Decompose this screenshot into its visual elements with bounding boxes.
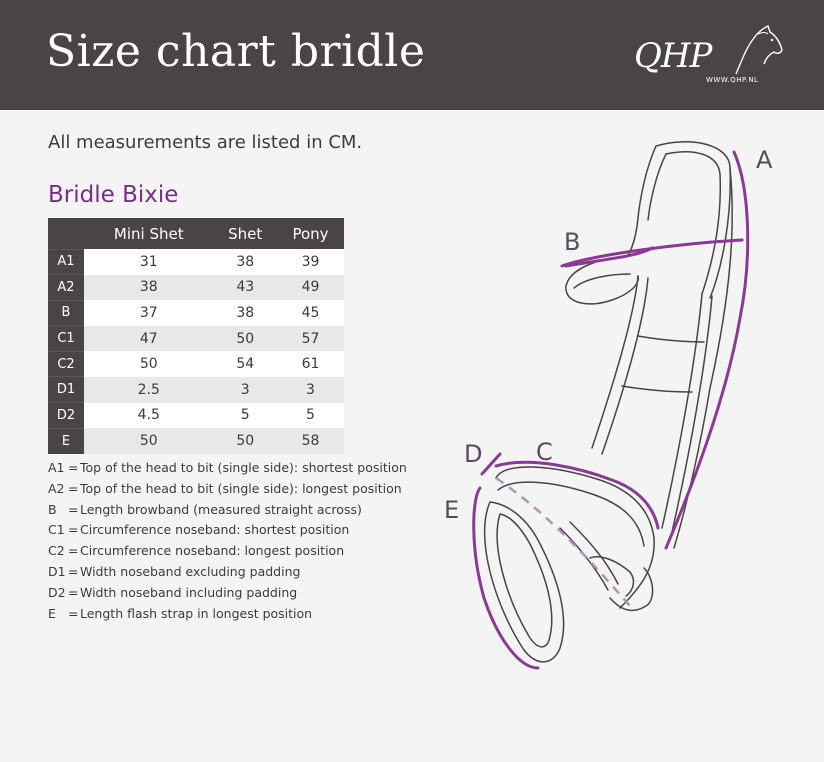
header-bar: Size chart bridle QHP WWW.QHP.NL [0, 0, 824, 110]
legend-text: Circumference noseband: longest position [80, 543, 345, 559]
legend-item: C1=Circumference noseband: shortest posi… [48, 522, 408, 543]
row-label: A1 [48, 248, 84, 275]
table-cell: 43 [213, 274, 277, 301]
legend-code: A1 [48, 460, 65, 475]
table-cell: 54 [213, 351, 277, 377]
label-b: B [564, 228, 581, 256]
legend-text: Top of the head to bit (single side): lo… [80, 480, 402, 496]
logo-url: WWW.QHP.NL [706, 76, 759, 84]
table-cell: 47 [84, 325, 214, 352]
table-cell: 38 [213, 300, 277, 326]
table-cell: 61 [276, 351, 344, 377]
table-cell: 3 [213, 376, 277, 403]
horse-head-logo-icon [735, 25, 783, 75]
table-cell: 50 [213, 325, 277, 352]
row-label: A2 [48, 274, 84, 301]
row-label: C1 [48, 325, 84, 352]
table-row: D1 2.5 3 3 [48, 376, 344, 403]
label-e: E [444, 496, 460, 524]
legend-item: E=Length flash strap in longest position [48, 606, 408, 627]
table-cell: 2.5 [84, 376, 214, 403]
table-cell: 3 [276, 376, 344, 403]
legend-code: C2 [48, 543, 65, 559]
legend-code: C1 [48, 522, 65, 538]
logo-text: QHP [634, 36, 712, 76]
table-row: A2 38 43 49 [48, 274, 344, 301]
legend-code: E [48, 605, 56, 621]
legend-item: C2=Circumference noseband: longest posit… [48, 543, 408, 564]
legend-text: Top of the head to bit (single side): sh… [80, 460, 407, 475]
label-a: A [756, 146, 773, 174]
row-label: D1 [48, 376, 84, 403]
table-cell: 50 [84, 428, 214, 454]
table-cell: 38 [84, 274, 214, 301]
size-table: Mini Shet Shet Pony A1 31 38 39 A2 38 43… [48, 218, 344, 454]
table-cell: 50 [84, 351, 214, 377]
legend-item: D2=Width noseband including padding [48, 585, 408, 606]
bridle-diagram: A B C D E [440, 128, 800, 688]
table-cell: 38 [213, 249, 277, 275]
label-c: C [536, 438, 553, 466]
measurement-note: All measurements are listed in CM. [48, 132, 363, 153]
column-header: Pony [276, 218, 344, 249]
table-cell: 31 [84, 249, 214, 275]
bridle-drawing [472, 141, 750, 670]
table-cell: 50 [213, 428, 277, 454]
table-cell: 58 [276, 428, 344, 454]
column-header: Shet [213, 218, 277, 249]
table-cell: 5 [276, 402, 344, 429]
legend-item: A2=Top of the head to bit (single side):… [48, 481, 408, 502]
row-label: B [48, 299, 84, 326]
table-cell: 5 [213, 402, 277, 429]
table-cell: 39 [276, 249, 344, 275]
table-cell: 57 [276, 325, 344, 352]
legend-code: D1 [48, 563, 66, 579]
table-cell: 37 [84, 300, 214, 326]
corner-cell [48, 218, 84, 249]
legend-text: Circumference noseband: shortest positio… [80, 522, 350, 538]
label-d: D [464, 440, 483, 468]
legend-item: D1=Width noseband excluding padding [48, 564, 408, 585]
legend-text: Width noseband including padding [80, 584, 298, 600]
table-header-row: Mini Shet Shet Pony [48, 218, 344, 249]
table-row: C2 50 54 61 [48, 350, 344, 377]
table-row: C1 47 50 57 [48, 325, 344, 352]
table-row: D2 4.5 5 5 [48, 402, 344, 429]
section-title: Bridle Bixie [48, 182, 179, 208]
legend-text: Length browband (measured straight acros… [80, 501, 362, 517]
page-title: Size chart bridle [46, 26, 426, 77]
table-row: E 50 50 58 [48, 427, 344, 454]
measurement-legend: A1=Top of the head to bit (single side):… [48, 460, 408, 626]
row-label: D2 [48, 402, 84, 429]
legend-text: Width noseband excluding padding [80, 563, 301, 579]
table-cell: 45 [276, 300, 344, 326]
legend-code: A2 [48, 480, 65, 496]
legend-code: B [48, 501, 57, 517]
table-row: A1 31 38 39 [48, 248, 344, 275]
column-header: Mini Shet [84, 218, 214, 249]
table-cell: 49 [276, 274, 344, 301]
table-cell: 4.5 [84, 402, 214, 429]
table-row: B 37 38 45 [48, 299, 344, 326]
row-label: E [48, 427, 84, 454]
legend-code: D2 [48, 584, 66, 600]
row-label: C2 [48, 350, 84, 377]
legend-item: B=Length browband (measured straight acr… [48, 502, 408, 523]
legend-text: Length flash strap in longest position [80, 605, 313, 621]
legend-item: A1=Top of the head to bit (single side):… [48, 460, 408, 481]
qhp-logo: QHP WWW.QHP.NL [630, 24, 790, 90]
